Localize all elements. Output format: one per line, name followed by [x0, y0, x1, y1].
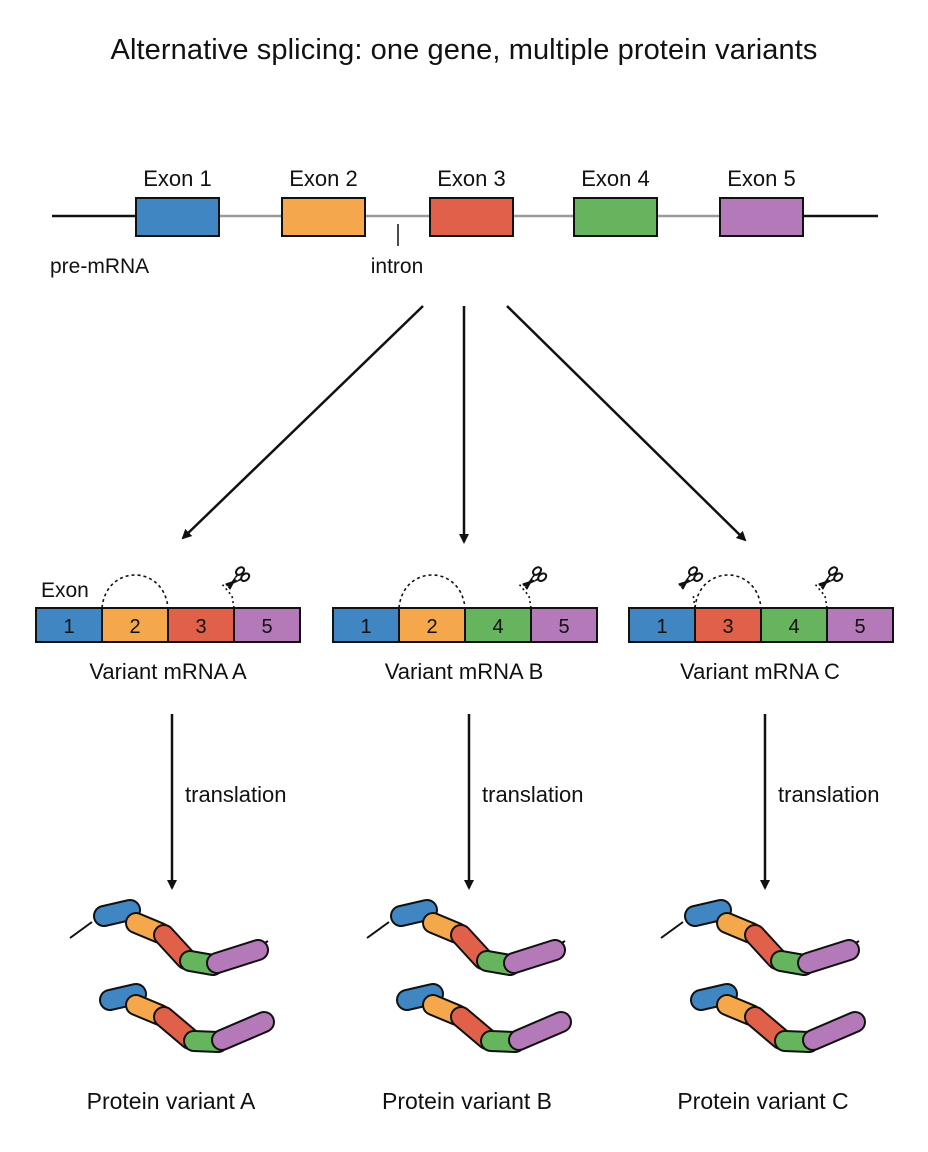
intron-label: intron — [371, 255, 424, 278]
variant-b-protein-label: Protein variant B — [382, 1088, 552, 1114]
variant-c-translation-label: translation — [778, 782, 880, 807]
variant-b-segment-2-label: 2 — [426, 616, 437, 638]
variant-c-segment-4-label: 5 — [854, 616, 865, 638]
pre-mrna-exon1-label: Exon 1 — [143, 166, 212, 191]
diagram-title: Alternative splicing: one gene, multiple… — [110, 34, 818, 66]
pre-mrna-exon2-box — [281, 197, 366, 237]
variant-a-mrna-label: Variant mRNA A — [89, 659, 247, 684]
variant-a-protein-top — [69, 899, 269, 976]
variant-a-translation-label: translation — [185, 782, 287, 807]
variant-c-segment-2-label: 3 — [722, 616, 733, 638]
variant-c-segment-1 — [628, 607, 696, 643]
variant-a-segment-3-label: 3 — [195, 616, 206, 638]
variant-a-protein-label: Protein variant A — [87, 1088, 256, 1114]
variant-a-protein-bottom — [99, 983, 275, 1053]
pre-mrna-exon2-label: Exon 2 — [289, 166, 358, 191]
variant-a-scissors-icon — [225, 566, 251, 590]
variant-c-protein-bottom — [690, 983, 866, 1053]
variant-c-splice-arc — [694, 574, 762, 609]
variant-b-translation-label: translation — [482, 782, 584, 807]
variant-a-segment-4-label: 5 — [261, 616, 272, 638]
variant-b-scissors-icon — [522, 566, 548, 590]
variant-c-segment-1-label: 1 — [656, 616, 667, 638]
pre-mrna-exon5-box — [719, 197, 804, 237]
variant-c-segment-3 — [760, 607, 828, 643]
pre-mrna-exon4-label: Exon 4 — [581, 166, 650, 191]
pre-mrna-exon1-box — [135, 197, 220, 237]
variant-b-splice-arc — [398, 574, 466, 609]
variant-b-segment-3-label: 4 — [492, 616, 503, 638]
variant-b-segment-3 — [464, 607, 532, 643]
variant-c-segment-3-label: 4 — [788, 616, 799, 638]
variant-c-segment-2 — [694, 607, 762, 643]
variant-c-scissors-icon-2 — [678, 566, 704, 590]
variant-b-segment-1-label: 1 — [360, 616, 371, 638]
variant-b-mrna-label: Variant mRNA B — [385, 659, 544, 684]
variant-a-segment-1-label: 1 — [63, 616, 74, 638]
pre-mrna-exon3-label: Exon 3 — [437, 166, 506, 191]
pre-mrna-exon5-label: Exon 5 — [727, 166, 796, 191]
variant-c-mrna-label: Variant mRNA C — [680, 659, 840, 684]
variant-a-segment-2-label: 2 — [129, 616, 140, 638]
variant-b-segment-4 — [530, 607, 598, 643]
variant-c-segment-4 — [826, 607, 894, 643]
arrow-to-variant-c — [506, 305, 747, 542]
variant-c-protein-top — [660, 899, 860, 976]
arrow-to-variant-a — [181, 305, 424, 540]
variant-a-splice-arc — [101, 574, 169, 609]
variant-b-protein-top — [366, 899, 566, 976]
variant-a-exon-word: Exon — [41, 579, 89, 602]
pre-mrna-exon4-box — [573, 197, 658, 237]
pre-mrna-exon3-box — [429, 197, 514, 237]
variant-a-segment-1 — [35, 607, 103, 643]
pre-mrna-label: pre-mRNA — [50, 255, 149, 278]
variant-b-protein-bottom — [396, 983, 572, 1053]
variant-a-segment-2 — [101, 607, 169, 643]
variant-c-scissors-icon — [818, 566, 844, 590]
variant-b-segment-4-label: 5 — [558, 616, 569, 638]
splicing-arrows — [181, 305, 747, 544]
variant-a-segment-4 — [233, 607, 301, 643]
variant-c-protein-label: Protein variant C — [677, 1088, 848, 1114]
